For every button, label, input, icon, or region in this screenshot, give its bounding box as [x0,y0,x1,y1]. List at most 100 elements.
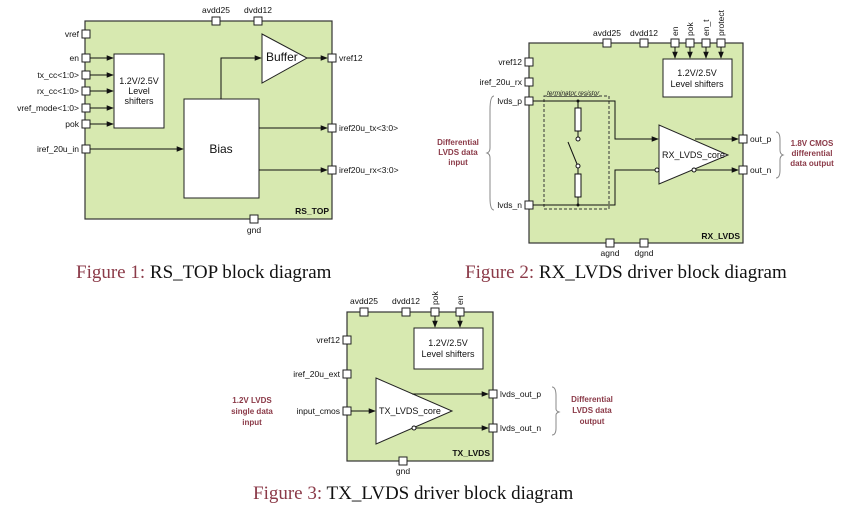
pin-label-en-t: en_t [701,19,711,36]
pin-label-dvdd12: dvdd12 [392,296,420,306]
pin-label-avdd25: avdd25 [202,5,230,15]
pin-vref12 [524,57,534,67]
terminator-switch [567,141,578,165]
pin-label-iref-20u-in: iref_20u_in [37,144,79,154]
caption-label: Figure 1: [76,262,146,283]
input-note-2: LVDS data [438,148,478,157]
level-shifter-label-2: Level [128,86,150,96]
pin-label-lvds-n: lvds_n [497,200,522,210]
pin-en [81,53,91,63]
pin-lvds-p [524,96,534,106]
pin-label-rx-cc: rx_cc<1:0> [37,86,79,96]
pin-label-iref20u-tx: iref20u_tx<3:0> [339,123,398,133]
output-note-3: output [580,417,605,426]
pin-label-pok: pok [65,119,79,129]
pin-label-out-n: out_n [750,165,772,175]
pin-label-iref20u-rx: iref20u_rx<3:0> [339,165,399,175]
resistor-top [574,107,582,132]
pin-label-pok: pok [685,22,695,36]
level-shifter-label-1: 1.2V/2.5V [119,76,159,86]
caption-label: Figure 3: [253,483,323,504]
pin-vref12 [327,53,337,63]
pin-en-t [701,38,711,48]
output-note-2: LVDS data [572,406,612,415]
buffer-amplifier [261,33,309,84]
caption-text: TX_LVDS driver block diagram [322,483,574,504]
terminator-resistor-box [543,95,610,210]
pin-vref-mode [81,103,91,113]
pin-avdd25 [359,307,369,317]
tx-core-label: TX_LVDS_core [379,406,441,416]
output-note-1: Differential [571,395,613,404]
output-brace [551,386,561,436]
rs-top-left-pins: vref en tx_cc<1:0> rx_cc<1:0> vref_mode<… [17,29,91,154]
pin-vref12 [342,335,352,345]
pin-label-protect: protect [716,9,726,36]
pin-iref20u-rx [327,165,337,175]
bias-label: Bias [209,142,232,156]
pin-label-dvdd12: dvdd12 [630,28,658,38]
pin-avdd25 [602,38,612,48]
output-note-1: 1.8V CMOS [791,139,834,148]
pin-label-dgnd: dgnd [635,248,654,258]
level-shifter-label-1: 1.2V/2.5V [677,68,717,78]
pin-input-cmos [342,406,352,416]
input-note-3: input [242,418,262,427]
figure-2-caption: Figure 2: RX_LVDS driver block diagram [465,262,787,284]
pin-label-vref12: vref12 [498,57,522,67]
figure-3-caption: Figure 3: TX_LVDS driver block diagram [253,483,573,505]
pin-label-avdd25: avdd25 [350,296,378,306]
input-note-2: single data [231,407,273,416]
pin-dvdd12 [401,307,411,317]
pin-label-agnd: agnd [601,248,620,258]
pin-label-iref-20u-ext: iref_20u_ext [293,369,340,379]
pin-label-input-cmos: input_cmos [297,406,340,416]
pin-lvds-out-n [488,423,498,433]
pin-label-iref-20u-rx: iref_20u_rx [479,77,522,87]
pin-tx-cc [81,70,91,80]
input-brace [485,95,495,211]
pin-label-lvds-p: lvds_p [497,96,522,106]
level-shifter-label-1: 1.2V/2.5V [428,338,468,348]
pin-label-vref-mode: vref_mode<1:0> [17,103,79,113]
pin-label-vref: vref [65,29,80,39]
pin-label-en: en [455,295,465,305]
pin-pok [430,307,440,317]
output-brace [775,131,785,179]
pin-protect [716,38,726,48]
bias-block [183,98,260,199]
pin-pok [81,119,91,129]
resistor-bottom [574,173,582,198]
level-shifter-label-3: shifters [124,96,154,106]
pin-label-lvds-out-n: lvds_out_n [500,423,541,433]
tx-lvds-diagram: avdd25 dvdd12 pok en 1.2V/2.5V Level shi… [231,291,613,476]
figure-1-caption: Figure 1: RS_TOP block diagram [76,262,331,284]
pin-label-tx-cc: tx_cc<1:0> [37,70,79,80]
level-shifter-label-2: Level shifters [670,79,724,89]
caption-text: RX_LVDS driver block diagram [534,262,787,283]
pin-out-n [738,165,748,175]
pin-dvdd12 [253,16,263,26]
pin-label-en: en [670,26,680,36]
level-shifter-label-2: Level shifters [421,349,475,359]
pin-label-avdd25: avdd25 [593,28,621,38]
buffer-label: Buffer [266,50,298,64]
pin-avdd25 [211,16,221,26]
pin-label-out-p: out_p [750,134,772,144]
pin-iref20u-tx [327,123,337,133]
pin-lvds-n [524,200,534,210]
pin-iref-20u-ext [342,369,352,379]
tx-lvds-module-name: TX_LVDS [452,448,490,458]
pin-lvds-out-p [488,389,498,399]
pin-gnd [398,456,408,466]
rs-top-module-name: RS_TOP [295,206,329,216]
pin-agnd [605,238,615,248]
pin-iref-20u-rx [524,77,534,87]
caption-text: RS_TOP block diagram [145,262,332,283]
pin-en [670,38,680,48]
rs-top-diagram: avdd25 dvdd12 vref en tx_cc<1:0> rx_cc<1… [17,5,398,235]
pin-gnd [249,214,259,224]
pin-label-lvds-out-p: lvds_out_p [500,389,541,399]
pin-dvdd12 [639,38,649,48]
rs-level-shifter-block [113,53,165,129]
